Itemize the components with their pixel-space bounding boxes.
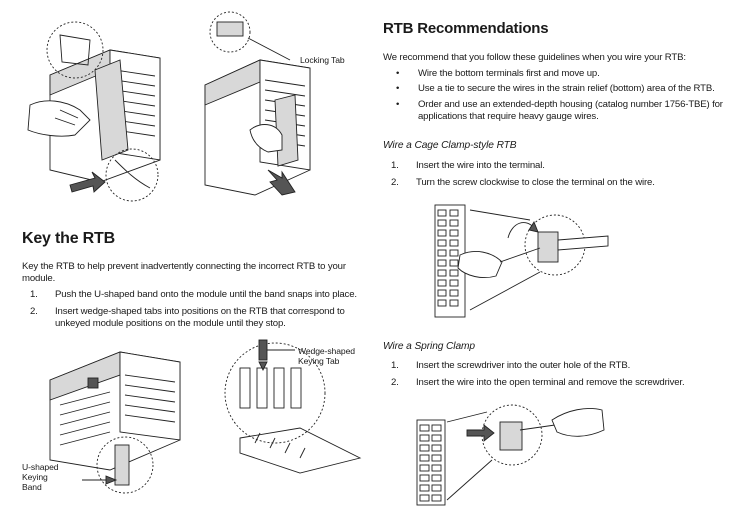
rtb-recommendation-item: Use a tie to secure the wires in the str… bbox=[383, 83, 723, 95]
step-number: 2. bbox=[391, 376, 399, 388]
spring-clamp-illustration bbox=[412, 400, 612, 506]
spring-clamp-step: 1. Insert the screwdriver into the outer … bbox=[383, 360, 728, 372]
u-band-callout-line: U-shaped bbox=[22, 462, 59, 472]
u-band-callout-line: Band bbox=[22, 482, 42, 492]
u-band-callout: U-shaped Keying Band bbox=[22, 462, 59, 492]
rtb-recommendations-heading: RTB Recommendations bbox=[383, 20, 549, 37]
wedge-tab-callout-line: Keying Tab bbox=[298, 356, 340, 366]
spring-clamp-step: 2. Insert the wire into the open terminal… bbox=[383, 377, 728, 389]
rtb-recommendation-item: Order and use an extended-depth housing … bbox=[383, 99, 723, 123]
cage-clamp-steps: 1. Insert the wire into the terminal. 2. T… bbox=[383, 160, 723, 193]
step-text: Push the U-shaped band onto the module u… bbox=[55, 289, 357, 300]
wedge-tab-illustration bbox=[205, 338, 365, 498]
cage-clamp-heading: Wire a Cage Clamp-style RTB bbox=[383, 140, 517, 151]
rtb-recommendations-list: Wire the bottom terminals first and move… bbox=[383, 68, 723, 126]
rtb-recommendations-intro: We recommend that you follow these guide… bbox=[383, 52, 686, 63]
cage-clamp-step: 2. Turn the screw clockwise to close the … bbox=[383, 177, 723, 189]
step-number: 2. bbox=[391, 176, 399, 188]
wedge-tab-drawing bbox=[224, 339, 362, 474]
step-number: 2. bbox=[30, 305, 38, 317]
step-text: Insert the screwdriver into the outer ho… bbox=[416, 360, 631, 371]
step-number: 1. bbox=[391, 160, 399, 171]
rtb-install-drawing bbox=[27, 11, 311, 202]
keying-band-drawing bbox=[49, 351, 181, 494]
cage-clamp-drawing bbox=[434, 204, 609, 318]
key-rtb-steps: 1. Push the U-shaped band onto the module… bbox=[22, 289, 362, 334]
step-text: Insert the wire into the terminal. bbox=[416, 160, 545, 171]
step-text: Turn the screw clockwise to close the te… bbox=[416, 176, 655, 188]
key-rtb-heading: Key the RTB bbox=[22, 230, 115, 247]
key-rtb-intro: Key the RTB to help prevent inadvertentl… bbox=[22, 261, 346, 284]
locking-tab-callout: Locking Tab bbox=[300, 55, 345, 65]
spring-clamp-drawing bbox=[416, 404, 605, 506]
step-number: 1. bbox=[30, 289, 38, 300]
spring-clamp-heading: Wire a Spring Clamp bbox=[383, 341, 475, 352]
spring-clamp-steps: 1. Insert the screwdriver into the outer … bbox=[383, 360, 728, 393]
rtb-recommendation-item: Wire the bottom terminals first and move… bbox=[383, 68, 723, 80]
step-number: 1. bbox=[391, 360, 399, 371]
rtb-install-illustration bbox=[20, 10, 350, 210]
wedge-tab-callout: Wedge-shaped Keying Tab bbox=[298, 346, 355, 366]
u-band-callout-line: Keying bbox=[22, 472, 48, 482]
step-text: Insert wedge-shaped tabs into positions … bbox=[55, 305, 345, 329]
step-text: Insert the wire into the open terminal a… bbox=[416, 376, 685, 388]
key-rtb-step: 2. Insert wedge-shaped tabs into position… bbox=[22, 306, 362, 330]
key-rtb-step: 1. Push the U-shaped band onto the module… bbox=[22, 289, 362, 301]
cage-clamp-step: 1. Insert the wire into the terminal. bbox=[383, 160, 723, 172]
keying-band-illustration bbox=[20, 340, 200, 500]
wedge-tab-callout-line: Wedge-shaped bbox=[298, 346, 355, 356]
cage-clamp-illustration bbox=[430, 200, 620, 320]
